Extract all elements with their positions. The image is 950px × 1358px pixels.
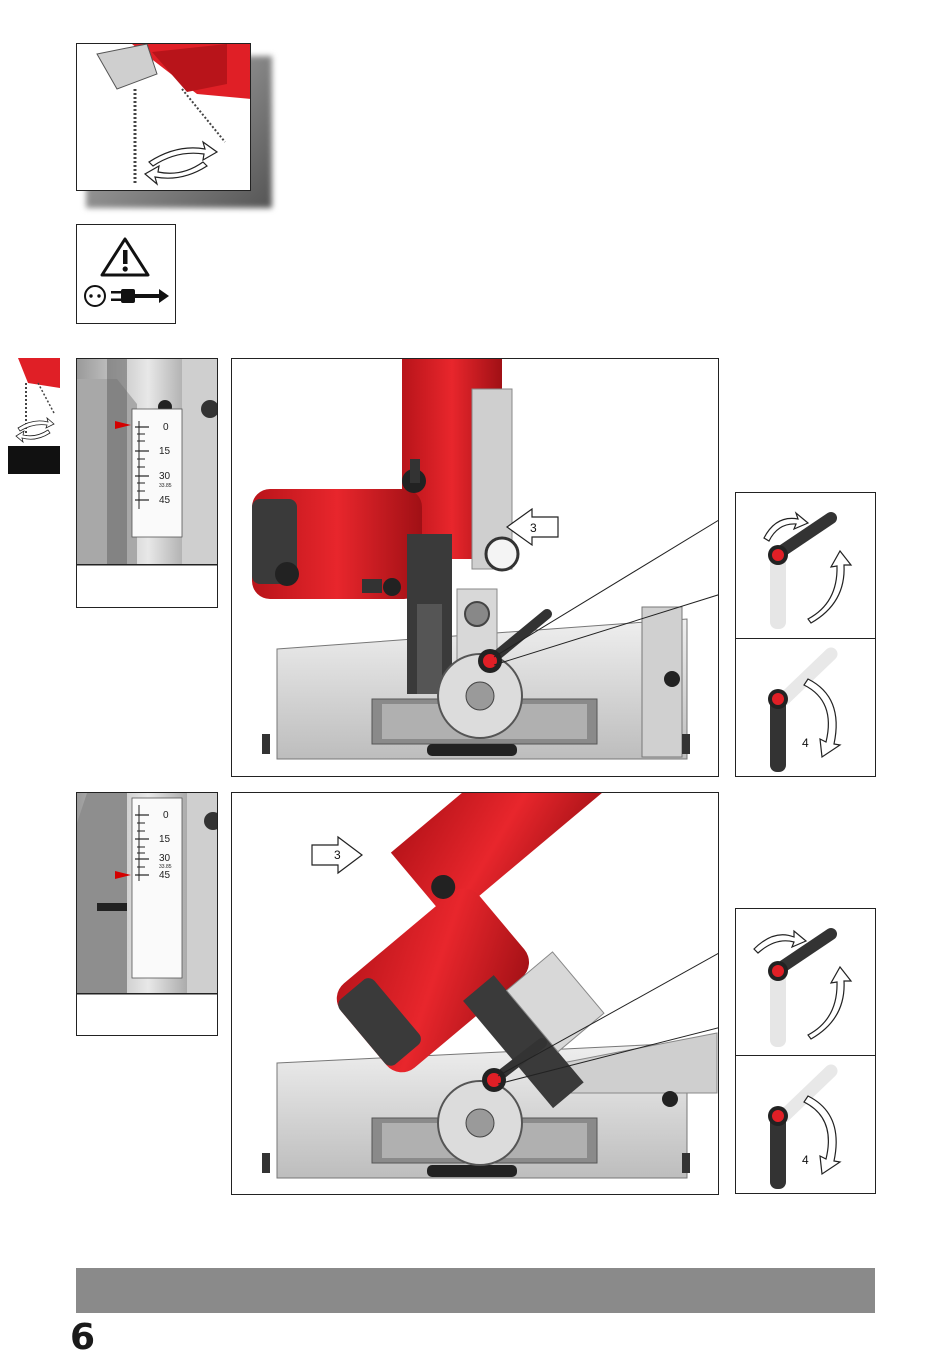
saw-zero-bevel-figure: 3 [231, 358, 719, 777]
scale-label-45: 45 [159, 495, 171, 506]
push-arrow-label: 3 [334, 848, 341, 862]
push-direction-arrow: 3 [507, 509, 558, 545]
lever-unlock-figure [735, 492, 876, 639]
scale-label-15: 15 [159, 834, 171, 845]
warning-triangle-icon [102, 239, 148, 275]
scale-label-0: 0 [163, 422, 169, 433]
lever-lock-figure-2: 4 [735, 1055, 876, 1194]
lever-arrow-label-bottom: 4 [802, 1153, 809, 1167]
scale-label-33-85: 33.85 [159, 483, 172, 489]
rotation-figure [76, 43, 251, 191]
section-thumbnail [8, 358, 60, 474]
push-arrow-label: 3 [530, 521, 537, 535]
warning-box [76, 224, 176, 324]
lever-unlock-figure-2 [735, 908, 876, 1056]
page-number: 6 [70, 1318, 100, 1358]
lever-lock-figure: 4 [735, 638, 876, 777]
lever-arrow-label-top: 4 [802, 736, 809, 750]
rotation-illustration [77, 44, 251, 191]
scale-label-45: 45 [159, 870, 171, 881]
unplug-icon [111, 289, 169, 303]
scale-label-30: 30 [159, 853, 171, 864]
bevel-scale-zero-detail: 0 15 30 33.85 45 [76, 358, 218, 608]
rotation-arrows-icon [145, 142, 217, 184]
scale-label-0: 0 [163, 810, 169, 821]
push-direction-arrow: 3 [312, 837, 362, 873]
scale-label-30: 30 [159, 471, 171, 482]
saw-45-bevel-figure: 3 [231, 792, 719, 1195]
socket-icon [85, 286, 105, 306]
scale-label-15: 15 [159, 446, 171, 457]
bevel-scale-45-detail: 0 15 30 33.85 45 [76, 792, 218, 1036]
footer-bar [76, 1268, 875, 1313]
